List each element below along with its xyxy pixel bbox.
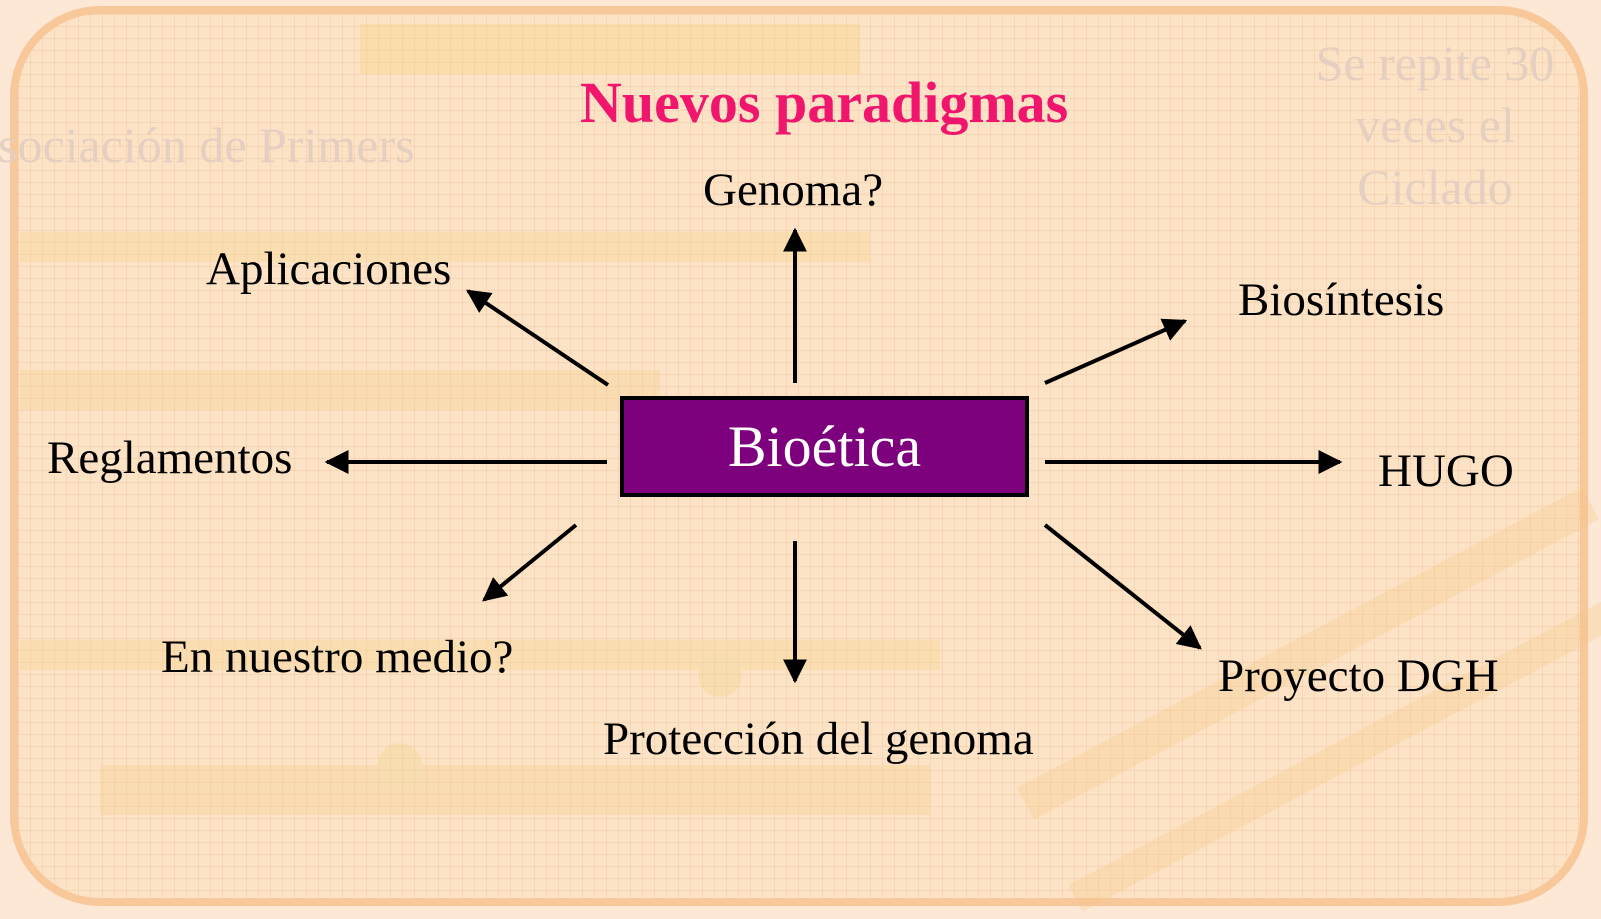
background-ciclado-text: Se repite 30 veces el Ciclado — [1290, 32, 1580, 218]
node-biosintesis: Biosíntesis — [1238, 274, 1445, 326]
arrow-to-proyecto-dgh — [1043, 523, 1202, 650]
node-aplicaciones: Aplicaciones — [206, 243, 452, 295]
background-primers-text: sociación de Primers — [0, 117, 415, 173]
arrow-to-biosintesis — [1044, 318, 1188, 385]
arrow-to-en-nuestro-medio — [482, 523, 578, 602]
background-ciclado-line: Ciclado — [1357, 159, 1513, 215]
arrow-to-aplicaciones — [466, 289, 610, 387]
center-node-bioetica: Bioética — [620, 396, 1029, 497]
node-reglamentos: Reglamentos — [47, 432, 293, 484]
node-genoma: Genoma? — [703, 164, 884, 216]
node-en-nuestro-medio: En nuestro medio? — [161, 631, 514, 683]
background-ciclado-line: veces el — [1355, 97, 1515, 153]
node-proyecto-dgh: Proyecto DGH — [1218, 650, 1499, 702]
diagram-title: Nuevos paradigmas — [580, 70, 1069, 135]
center-node-label: Bioética — [727, 413, 922, 479]
background-ciclado-line: Se repite 30 — [1315, 35, 1555, 91]
node-proteccion-del-genoma: Protección del genoma — [603, 713, 1034, 765]
node-hugo: HUGO — [1378, 445, 1514, 497]
